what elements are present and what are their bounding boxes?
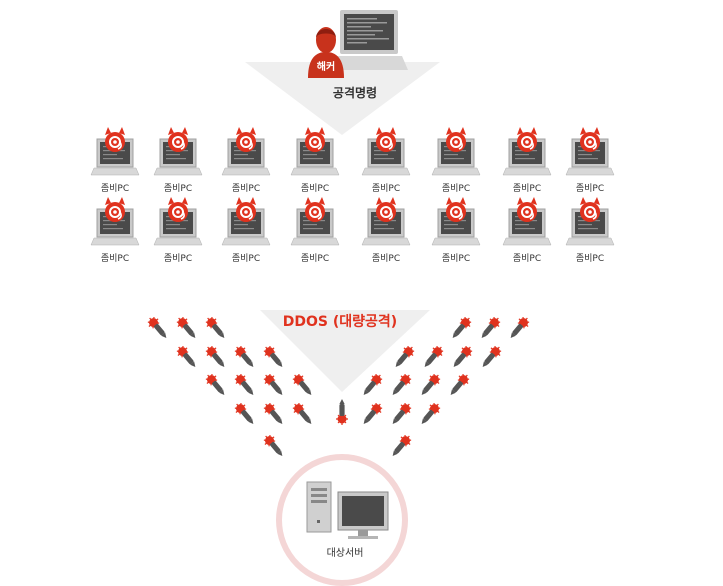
hacker-laptop-icon	[330, 10, 408, 70]
missile-icon	[263, 345, 283, 367]
missile-icon	[450, 373, 470, 395]
zombie-pc-icon	[221, 197, 271, 246]
zombie-pc-label: 좀비PC	[575, 184, 605, 194]
devil-at-icon	[580, 127, 600, 152]
missile-icon	[363, 373, 383, 395]
devil-at-icon	[305, 127, 325, 152]
devil-at-icon	[446, 197, 466, 222]
zombie-pc-icon	[565, 127, 615, 176]
zombie-pc-label: 좀비PC	[441, 184, 471, 194]
zombie-pc-label: 좀비PC	[575, 254, 605, 264]
missile-icon	[205, 373, 225, 395]
zombie-pc-icon	[90, 197, 140, 246]
zombie-pc-label: 좀비PC	[300, 254, 330, 264]
devil-at-icon	[105, 197, 125, 222]
zombie-pc-label: 좀비PC	[512, 184, 542, 194]
missile-icon	[263, 402, 283, 424]
zombie-pc-icon	[431, 197, 481, 246]
attack-funnel	[260, 310, 430, 392]
devil-at-icon	[517, 197, 537, 222]
missile-icon	[234, 373, 254, 395]
missile-icon	[421, 373, 441, 395]
zombie-pc-label: 좀비PC	[512, 254, 542, 264]
missile-icon	[481, 316, 501, 338]
missile-icon	[424, 345, 444, 367]
missile-icon	[363, 402, 383, 424]
zombie-pc-icon	[361, 127, 411, 176]
missile-icon	[395, 345, 415, 367]
zombie-pc-icon	[221, 127, 271, 176]
zombie-pc-icon	[153, 197, 203, 246]
zombie-pc-icon	[153, 127, 203, 176]
zombie-pc-icon	[290, 127, 340, 176]
zombie-pc-icon	[431, 127, 481, 176]
missile-icon	[392, 373, 412, 395]
missile-icon	[147, 316, 167, 338]
missile-icon	[392, 434, 412, 456]
missile-icon	[453, 345, 473, 367]
zombie-pc-label: 좀비PC	[231, 184, 261, 194]
missile-icon	[336, 399, 348, 425]
devil-at-icon	[105, 127, 125, 152]
missile-icon	[292, 402, 312, 424]
zombie-pc-label: 좀비PC	[163, 254, 193, 264]
devil-at-icon	[168, 197, 188, 222]
missile-icon	[292, 373, 312, 395]
command-label: 공격명령	[332, 86, 378, 100]
devil-at-icon	[236, 197, 256, 222]
missile-icon	[263, 373, 283, 395]
missile-icon	[421, 402, 441, 424]
missile-icon	[263, 434, 283, 456]
zombie-pc-icon	[90, 127, 140, 176]
missile-icon	[205, 345, 225, 367]
devil-at-icon	[580, 197, 600, 222]
monitor-icon	[337, 491, 389, 539]
missile-icon	[176, 316, 196, 338]
missile-icon	[205, 316, 225, 338]
devil-at-icon	[517, 127, 537, 152]
command-funnel	[245, 62, 440, 135]
zombie-pc-label: 좀비PC	[300, 184, 330, 194]
missile-icon	[482, 345, 502, 367]
hacker-icon	[308, 27, 344, 78]
devil-at-icon	[376, 197, 396, 222]
missile-icon	[510, 316, 530, 338]
missile-icon	[234, 402, 254, 424]
target-server-label: 대상서버	[326, 548, 364, 559]
devil-at-icon	[446, 127, 466, 152]
missile-icon	[452, 316, 472, 338]
ddos-label: DDOS (대량공격)	[282, 314, 398, 330]
devil-at-icon	[168, 127, 188, 152]
zombie-pc-icon	[565, 197, 615, 246]
zombie-pc-label: 좀비PC	[100, 184, 130, 194]
zombie-pc-icon	[502, 127, 552, 176]
zombie-pc-icon	[290, 197, 340, 246]
devil-at-icon	[305, 197, 325, 222]
zombie-pc-label: 좀비PC	[100, 254, 130, 264]
devil-at-icon	[236, 127, 256, 152]
zombie-pc-icon	[502, 197, 552, 246]
devil-at-icon	[376, 127, 396, 152]
zombie-pc-label: 좀비PC	[441, 254, 471, 264]
zombie-pc-label: 좀비PC	[371, 254, 401, 264]
hacker-tag: 해커	[316, 62, 336, 73]
zombie-pc-icon	[361, 197, 411, 246]
zombie-pc-label: 좀비PC	[163, 184, 193, 194]
missile-icon	[234, 345, 254, 367]
missile-icon	[176, 345, 196, 367]
missile-icon	[392, 402, 412, 424]
zombie-pc-label: 좀비PC	[371, 184, 401, 194]
zombie-pc-label: 좀비PC	[231, 254, 261, 264]
server-tower-icon	[306, 481, 332, 533]
